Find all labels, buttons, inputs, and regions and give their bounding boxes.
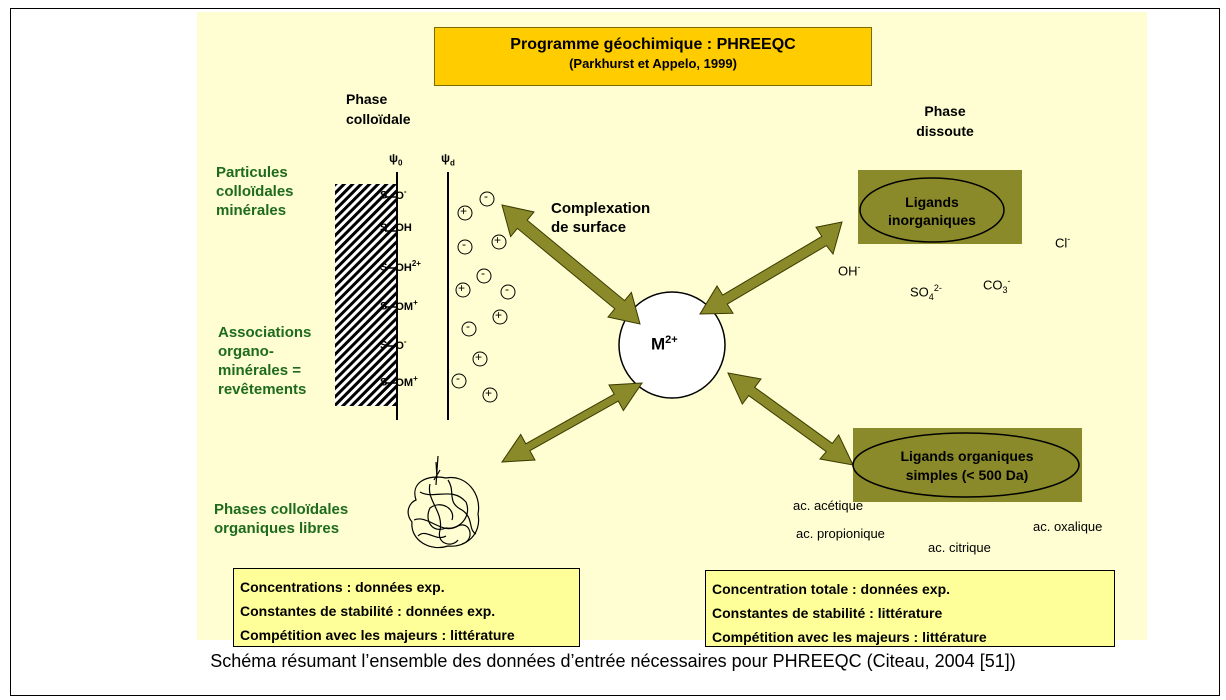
metal-circle	[618, 291, 726, 399]
ion-minus: -	[462, 237, 466, 251]
inorganic-ligands-label: Ligands inorganiques	[888, 194, 976, 228]
arrow-free-organic	[501, 382, 643, 463]
inorganic-ligand-ellipse	[859, 177, 1005, 243]
organo-mineral-label: Associations organo- minérales = revêtem…	[218, 324, 312, 398]
arrow-organic	[727, 372, 854, 466]
acid-acetic: ac. acétique	[793, 498, 864, 513]
ion-plus: +	[485, 386, 493, 400]
organic-ligands-label: Ligands organiques simples (< 500 Da)	[900, 448, 1034, 483]
acid-propionic: ac. propionique	[796, 526, 885, 541]
ion-minus: -	[481, 266, 485, 280]
psi0-label: ψ0	[389, 151, 403, 168]
ion-circle-plus	[457, 205, 473, 221]
title-line2: (Parkhurst et Appelo, 1999)	[569, 56, 737, 71]
ion-circle-plus	[472, 351, 488, 367]
organic-ligand-ellipse	[852, 432, 1080, 498]
ion-plus: +	[475, 350, 483, 364]
arrow-inorganic	[699, 221, 843, 315]
dissolved-phase-header: Phase dissoute	[916, 103, 974, 139]
psid-label: ψd	[441, 151, 455, 168]
acid-citric: ac. citrique	[928, 540, 991, 555]
ion-circle-plus	[492, 309, 508, 325]
free-organic-colloids-label: Phases colloïdales organiques libres	[214, 501, 349, 537]
complexation-label: Complexation de surface	[551, 200, 651, 236]
acid-oxalic: ac. oxalique	[1033, 519, 1103, 534]
title-line1: Programme géochimique : PHREEQC	[510, 36, 796, 53]
ion-circle-minus	[476, 268, 492, 284]
organic-colloid-scribble	[407, 455, 480, 549]
metal-label: M2+	[651, 334, 678, 354]
ion-circle-minus	[479, 191, 495, 207]
figure-frame	[10, 8, 1220, 696]
ion-sulfate: SO42-	[910, 283, 942, 302]
ion-hydroxide: OH-	[838, 262, 861, 279]
mineral-surface-hatch	[335, 184, 397, 406]
colloid-input-box: Concentrations : données exp. Constantes…	[233, 568, 580, 647]
title-box: Programme géochimique : PHREEQC (Parkhur…	[434, 27, 872, 86]
colloidal-phase-header: Phase colloïdale	[346, 91, 411, 127]
ligand-input-box: Concentration totale : données exp. Cons…	[705, 570, 1115, 647]
ion-circle-minus	[461, 321, 477, 337]
ion-circle-plus	[482, 387, 498, 403]
ion-carbonate: CO3-	[983, 276, 1011, 295]
arrow-complexation	[501, 204, 641, 325]
ion-circle-minus	[457, 239, 473, 255]
ion-circle-minus	[500, 284, 516, 300]
figure-caption: Schéma résumant l’ensemble des données d…	[210, 651, 1016, 671]
ion-minus: -	[466, 319, 470, 333]
ion-minus: -	[505, 282, 509, 296]
ion-circle-plus	[455, 282, 471, 298]
mineral-particles-label: Particules colloïdales minérales	[216, 164, 294, 219]
ion-circle-minus	[451, 373, 467, 389]
ion-plus: +	[460, 204, 468, 218]
ion-circle-plus	[491, 234, 507, 250]
ion-minus: -	[456, 371, 460, 385]
ion-minus: -	[484, 189, 488, 203]
ion-plus: +	[494, 233, 502, 247]
ion-plus: +	[458, 281, 466, 295]
ion-chloride: Cl-	[1055, 234, 1071, 251]
ion-plus: +	[495, 308, 503, 322]
